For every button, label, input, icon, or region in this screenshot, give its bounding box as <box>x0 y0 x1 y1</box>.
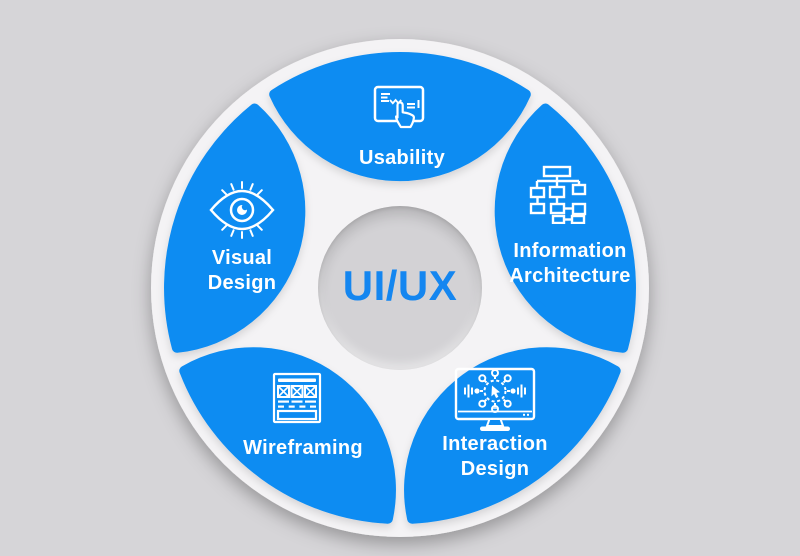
segment-wireframing <box>179 347 396 524</box>
sitemap-icon <box>527 164 587 224</box>
segment-interaction-design <box>404 347 621 524</box>
wheel-segments <box>164 52 636 524</box>
tablet-tap-icon <box>371 79 427 137</box>
segment-label-visual-design: Visual Design <box>207 247 277 294</box>
segment-information-architecture <box>494 103 636 353</box>
segment-label-wireframing: Wireframing <box>243 437 363 459</box>
segment-label-usability: Usability <box>358 147 446 169</box>
center-hub-label: UI/UX <box>342 262 458 309</box>
segment-label-interaction-design: Interaction Design <box>442 433 548 480</box>
monitor-network-icon <box>453 366 537 436</box>
segment-label-information-architecture: Information Architecture <box>509 240 631 287</box>
eye-icon <box>206 181 278 240</box>
wireframe-layout-icon <box>271 371 323 425</box>
center-hub-circle <box>318 206 482 370</box>
